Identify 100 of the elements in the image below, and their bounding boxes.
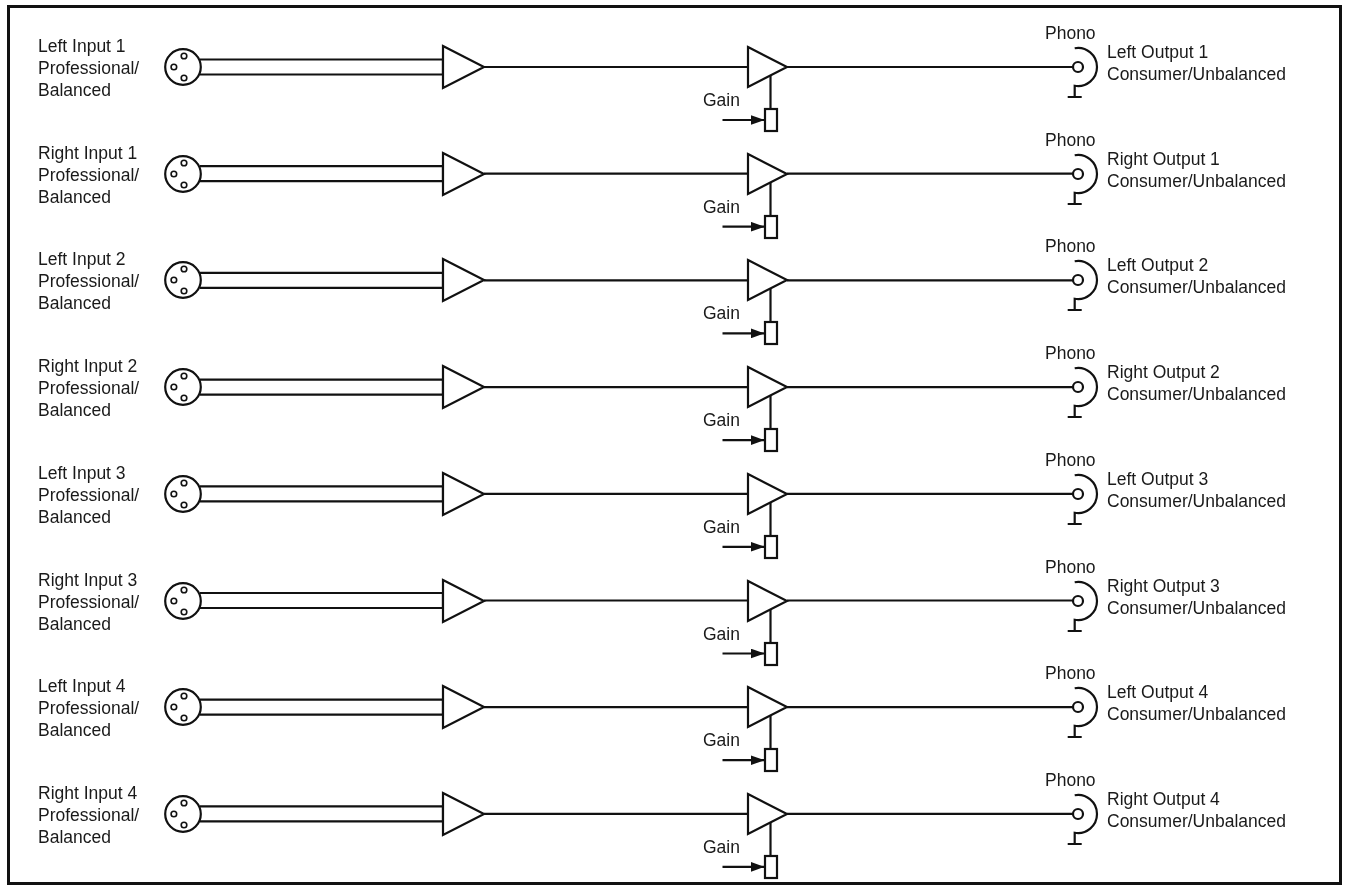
- phono-jack-symbol: [1066, 579, 1099, 633]
- input-name: Right Input 1: [38, 141, 138, 164]
- arrow: [722, 755, 765, 766]
- jack-type-label: Phono: [1045, 555, 1096, 578]
- signal-line: [787, 492, 1073, 495]
- amplifier-symbol: [442, 578, 485, 623]
- phono-jack-symbol: [1066, 686, 1099, 740]
- arrow: [722, 328, 765, 339]
- connector-type-label: Professional/ Balanced: [38, 377, 141, 422]
- amplifier-symbol: [747, 46, 788, 88]
- control-line: [769, 75, 772, 109]
- gain-label: Gain: [703, 515, 740, 538]
- signal-line: [787, 279, 1073, 282]
- gain-label: Gain: [703, 729, 740, 752]
- input-name: Right Input 4: [38, 781, 138, 804]
- output-name: Right Output 1: [1107, 147, 1220, 170]
- input-name: Left Input 4: [38, 675, 126, 698]
- phono-jack-symbol: [1066, 259, 1099, 313]
- amplifier-symbol: [442, 471, 485, 516]
- output-name: Left Output 3: [1107, 467, 1209, 490]
- connector-type-label: Consumer/Unbalanced: [1107, 809, 1286, 832]
- signal-line: [484, 599, 748, 602]
- connector-type-label: Professional/ Balanced: [38, 270, 141, 315]
- potentiometer-symbol: [763, 534, 778, 559]
- output-name: Right Output 4: [1107, 787, 1220, 810]
- signal-line: [484, 172, 748, 175]
- input-name: Right Input 2: [38, 355, 138, 378]
- potentiometer-symbol: [763, 748, 778, 773]
- arrow: [722, 541, 765, 552]
- amplifier-symbol: [747, 152, 788, 195]
- amplifier-symbol: [747, 686, 788, 729]
- signal-line: [787, 706, 1073, 709]
- jack-type-label: Phono: [1045, 128, 1096, 151]
- xlr-connector-symbol: [164, 368, 202, 407]
- connector-type-label: Professional/ Balanced: [38, 803, 141, 848]
- connector-type-label: Consumer/Unbalanced: [1107, 63, 1286, 85]
- xlr-connector-symbol: [164, 688, 202, 727]
- connector-type-label: Consumer/Unbalanced: [1107, 383, 1286, 406]
- potentiometer-symbol: [763, 641, 778, 666]
- connector-type-label: Consumer/Unbalanced: [1107, 169, 1286, 192]
- phono-jack-symbol: [1066, 46, 1099, 99]
- input-name: Right Input 3: [38, 568, 138, 591]
- signal-line: [198, 805, 445, 823]
- connector-type-label: Consumer/Unbalanced: [1107, 596, 1286, 619]
- arrow: [722, 861, 765, 872]
- signal-line: [484, 812, 748, 815]
- jack-type-label: Phono: [1045, 22, 1096, 44]
- amplifier-symbol: [442, 151, 485, 196]
- input-name: Left Input 1: [38, 35, 126, 57]
- xlr-connector-symbol: [164, 48, 202, 86]
- potentiometer-symbol: [763, 854, 778, 879]
- output-name: Right Output 2: [1107, 361, 1220, 384]
- signal-line: [787, 65, 1073, 69]
- jack-type-label: Phono: [1045, 662, 1096, 685]
- connector-type-label: Professional/ Balanced: [38, 163, 141, 208]
- xlr-connector-symbol: [164, 474, 202, 513]
- input-name: Left Input 2: [38, 248, 126, 271]
- xlr-connector-symbol: [164, 581, 202, 620]
- gain-label: Gain: [703, 195, 740, 218]
- gain-label: Gain: [703, 835, 740, 858]
- connector-type-label: Professional/ Balanced: [38, 590, 141, 635]
- control-line: [769, 182, 772, 216]
- phono-jack-symbol: [1066, 366, 1099, 420]
- signal-line: [198, 165, 445, 183]
- gain-label: Gain: [703, 409, 740, 432]
- control-line: [769, 502, 772, 536]
- signal-line: [484, 706, 748, 709]
- control-line: [769, 609, 772, 643]
- jack-type-label: Phono: [1045, 448, 1096, 471]
- potentiometer-symbol: [763, 321, 778, 346]
- connector-type-label: Professional/ Balanced: [38, 697, 141, 742]
- signal-line: [484, 492, 748, 495]
- amplifier-symbol: [442, 791, 485, 836]
- gain-label: Gain: [703, 622, 740, 645]
- gain-label: Gain: [703, 89, 740, 111]
- signal-line: [787, 599, 1073, 602]
- amplifier-symbol: [442, 45, 485, 89]
- arrow: [722, 648, 765, 659]
- signal-line: [484, 65, 748, 69]
- amplifier-symbol: [747, 472, 788, 515]
- phono-jack-symbol: [1066, 792, 1099, 846]
- output-name: Left Output 2: [1107, 254, 1209, 277]
- amplifier-symbol: [747, 792, 788, 835]
- phono-jack-symbol: [1066, 152, 1099, 206]
- connector-type-label: Professional/ Balanced: [38, 57, 141, 101]
- amplifier-symbol: [747, 366, 788, 409]
- potentiometer-symbol: [763, 214, 778, 239]
- control-line: [769, 288, 772, 323]
- amplifier-symbol: [442, 685, 485, 730]
- arrow: [722, 435, 765, 446]
- potentiometer-symbol: [763, 428, 778, 453]
- input-name: Left Input 3: [38, 461, 126, 484]
- control-line: [769, 395, 772, 430]
- signal-line: [198, 378, 445, 396]
- amplifier-symbol: [442, 258, 485, 303]
- signal-line: [198, 698, 445, 716]
- control-line: [769, 715, 772, 750]
- signal-line: [484, 279, 748, 282]
- signal-line: [787, 386, 1073, 389]
- connector-type-label: Consumer/Unbalanced: [1107, 703, 1286, 726]
